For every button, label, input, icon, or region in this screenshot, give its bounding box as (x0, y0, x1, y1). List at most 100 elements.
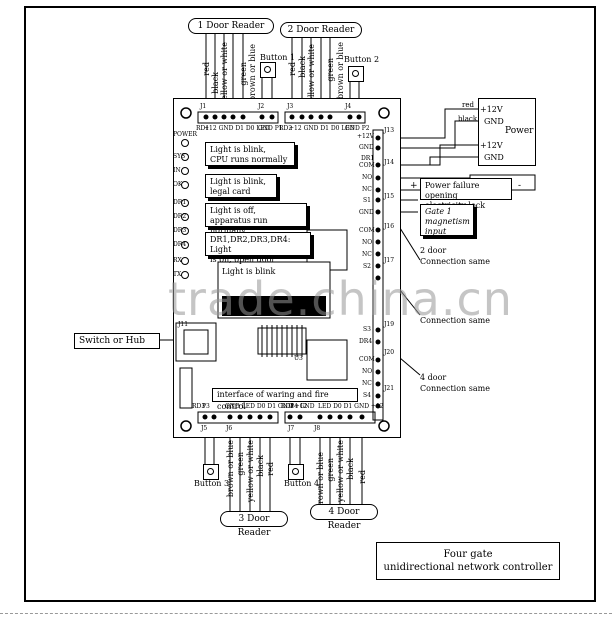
j15-tag: J15 (384, 193, 395, 200)
j6-tag: J6 (226, 425, 233, 432)
j16-tag: J16 (384, 223, 395, 230)
power-12v-2: +12V (480, 141, 503, 150)
rd3-label: RD3 (192, 403, 206, 410)
note-legal-card: Light is blink,legal card (205, 174, 277, 198)
term-no-2: NO (362, 239, 373, 246)
led-ok-label: OK (173, 181, 183, 188)
p3-label: P3 (202, 403, 210, 410)
rd4-label: RD4 (281, 403, 295, 410)
term-dr1: DR1 (361, 155, 375, 162)
j19-tag: J19 (384, 321, 395, 328)
door-reader-3-label: 3 Door Reader (220, 511, 288, 538)
term-com: COM (359, 162, 375, 169)
button-3-label: Button 3 (194, 479, 230, 488)
button-2-icon (348, 66, 364, 82)
j7-pins: LED D0 D1 GND +12 (318, 403, 384, 410)
j20-tag: J20 (384, 349, 395, 356)
door-reader-2-label: 2 Door Reader (280, 22, 362, 38)
j11-tag: J11 (178, 321, 189, 328)
j4-pins: GND P2 (345, 125, 370, 132)
power-supply (478, 98, 536, 166)
lock-minus: - (518, 181, 522, 191)
note-apparatus: Light is off,apparatus run normally (205, 203, 307, 235)
term-dr4: DR4 (359, 338, 373, 345)
wire-label: green (236, 452, 245, 476)
led-rx-label: RX (173, 257, 182, 264)
title-line-2: unidirectional network controller (383, 562, 553, 573)
j21-tag: J21 (384, 385, 395, 392)
rd2-label: RD2 (279, 125, 293, 132)
led-dr3-label: DR3 (173, 227, 187, 234)
term-12v: +12V (357, 133, 374, 140)
button-1-label: Button 1 (260, 53, 296, 62)
divider (0, 613, 612, 614)
j8-tag: J8 (314, 425, 321, 432)
term-gnd-2: GND (359, 209, 374, 216)
j13-tag: J13 (384, 127, 395, 134)
wire-label: yellow or white (336, 440, 345, 503)
note-door3: Connection same (420, 316, 490, 325)
u3-tag: U3 (294, 355, 303, 362)
term-s3: S3 (363, 326, 371, 333)
j17-tag: J17 (384, 257, 395, 264)
term-s4: S4 (363, 392, 371, 399)
button-1-icon (260, 62, 276, 78)
j3-pins: +12 GND D1 D0 LED (289, 125, 355, 132)
button-4-icon (288, 464, 304, 480)
j5-pins: GND LED D0 D1 GND +12 (225, 403, 308, 410)
power-gnd-1: GND (484, 117, 504, 126)
wire-label: brown or blue (226, 440, 235, 498)
wire-label: red (358, 470, 367, 484)
j3-tag: J3 (287, 103, 294, 110)
term-com-2: COM (359, 227, 375, 234)
j4-tag: J4 (345, 103, 352, 110)
j6-pins: P4 GND (290, 403, 315, 410)
led-dr1-label: DR1 (173, 199, 187, 206)
term-nc-2: NC (362, 251, 372, 258)
button-2-label: Button 2 (344, 55, 380, 64)
j5-tag: J5 (201, 425, 208, 432)
title-box: Four gate unidirectional network control… (376, 542, 560, 580)
term-no-3: NO (362, 368, 373, 375)
term-com-3: COM (359, 356, 375, 363)
j2-pins: GND P1 (258, 125, 283, 132)
switch-or-hub-box: Switch or Hub (74, 333, 160, 349)
button-4-label: Button 4 (284, 479, 320, 488)
led-dr2-label: DR2 (173, 213, 187, 220)
wire-label: yellow or white (246, 440, 255, 503)
j7-tag: J7 (288, 425, 295, 432)
power-12v-1: +12V (480, 105, 503, 114)
led-power-label: POWER (173, 131, 198, 138)
term-nc-3: NC (362, 380, 372, 387)
interface-box: interface of waring and fire control (212, 388, 358, 411)
wire-label: red (266, 462, 275, 476)
note-lock: Power failure openingelectricity lock (420, 178, 512, 210)
note-cpu: Light is blink,CPU runs normally (205, 142, 295, 166)
term-no: NO (362, 174, 373, 181)
power-gnd-2: GND (484, 153, 504, 162)
term-gnd: GND (359, 144, 374, 151)
wire-label: black (256, 455, 265, 477)
led-tx-label: TX (173, 271, 182, 278)
wire-label: green (326, 458, 335, 482)
term-s2: S2 (363, 263, 371, 270)
wire-label: black (346, 458, 355, 480)
j14-tag: J14 (384, 159, 395, 166)
j2-tag: J2 (258, 103, 265, 110)
note-blink: Light is blink (222, 267, 276, 276)
j1-pins: +12 GND D1 D0 LED (204, 125, 270, 132)
button-3-icon (203, 464, 219, 480)
rd1-label: RD1 (196, 125, 210, 132)
title-line-1: Four gate (443, 549, 493, 560)
led-sys-label: SYS (173, 153, 186, 160)
term-s1: S1 (363, 197, 371, 204)
door-reader-4-label: 4 Door Reader (310, 504, 378, 531)
power-title: Power (505, 126, 534, 136)
j1-tag: J1 (200, 103, 207, 110)
power-black-wire: black (458, 115, 478, 123)
led-dr4-label: DR4 (173, 241, 187, 248)
